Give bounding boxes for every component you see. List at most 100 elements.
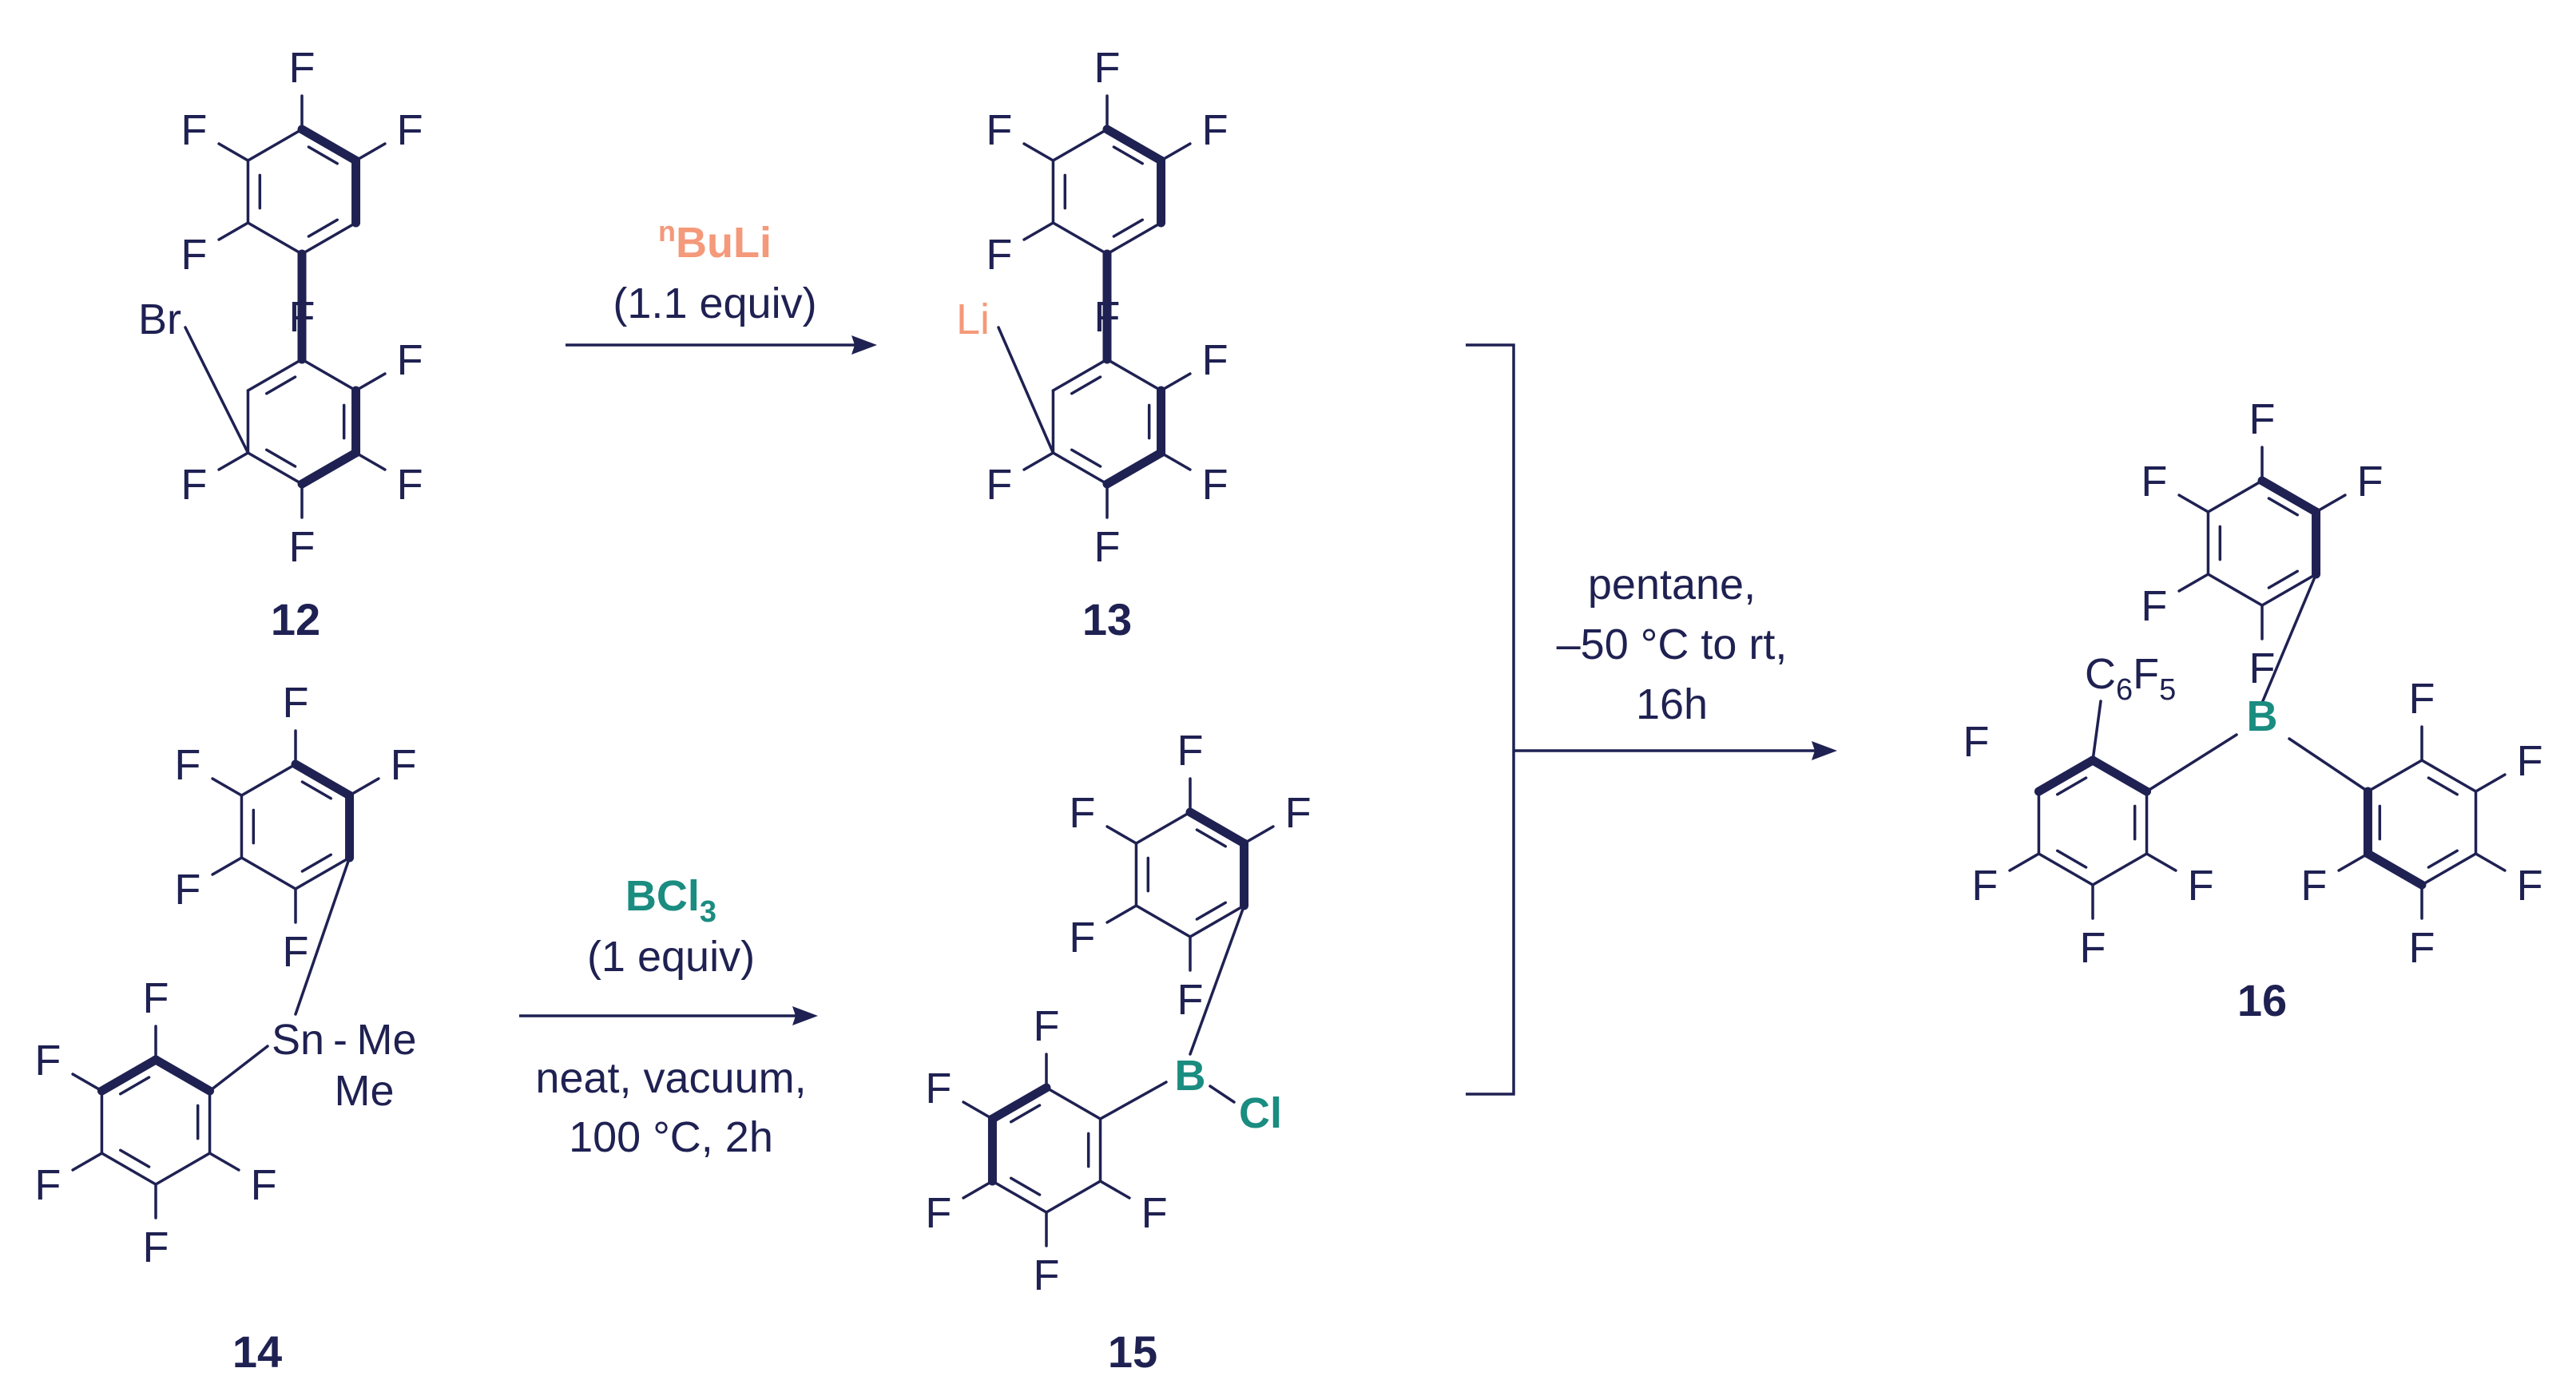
fluorine-atom: F: [251, 1161, 277, 1209]
ring-double-bond: [300, 780, 333, 800]
ring-double-bond: [2055, 849, 2088, 869]
substituent-bond: [71, 1152, 104, 1172]
fluorine-atom: F: [1202, 336, 1228, 384]
substituent-bond: [2337, 852, 2370, 872]
ring-bond: [1102, 125, 1166, 165]
fluorine-atom: F: [925, 1189, 951, 1237]
compound-16-label: 16: [2237, 975, 2287, 1025]
compound-14-label: 14: [232, 1326, 282, 1377]
fluorine-atom: F: [289, 44, 316, 92]
ring-double-bond: [307, 218, 339, 238]
substituent-bond: [1209, 1085, 1236, 1104]
ring-bond: [2088, 755, 2152, 796]
fluorine-atom: F: [925, 1065, 951, 1112]
fluorine-atom: F: [34, 1161, 61, 1209]
ring-bond: [987, 1083, 1051, 1124]
ring-bond: [1051, 358, 1109, 392]
ring-double-bond: [1009, 1176, 1042, 1196]
substituent-bond: [1098, 1081, 1168, 1120]
ring-bond: [300, 221, 358, 256]
substituent-bond: [1022, 221, 1055, 241]
substituent-bond: [294, 856, 351, 1016]
ring-bond: [1051, 128, 1109, 162]
fluorine-atom: F: [2141, 582, 2167, 630]
ring-bond: [1134, 904, 1192, 938]
fluorine-atom: F: [289, 293, 316, 341]
fluorine-atom: F: [181, 106, 207, 154]
pentafluorophenyl-group: C6F5: [2085, 650, 2176, 707]
fluorine-atom-layer: FFFFFFFFFFFFFFFFFFFFFFFFFFFFFFFFFFFFFFFF…: [34, 44, 2542, 1299]
fluorine-atom: F: [391, 741, 417, 789]
ring-double-bond: [2427, 849, 2459, 869]
substituent-bond: [2177, 494, 2210, 514]
ring-bond: [2420, 759, 2478, 793]
ring-bond: [1105, 221, 1163, 256]
ring-bond: [154, 1152, 212, 1186]
ring-bond: [2091, 852, 2149, 886]
fluorine-atom: F: [2300, 862, 2327, 910]
ring-bond: [1189, 904, 1246, 938]
ring-bond: [291, 759, 355, 800]
ring-double-bond: [2055, 776, 2088, 796]
substituent-bond: [2474, 773, 2507, 793]
chlorine-atom: Cl: [1239, 1089, 1282, 1137]
bond-layer: [71, 94, 2507, 1247]
fluorine-atom: F: [2141, 458, 2167, 506]
reagent-bcl3: BCl3: [625, 872, 716, 929]
fluorine-atom: F: [2357, 458, 2383, 506]
ring-bond: [294, 856, 351, 890]
substituent-bond: [1105, 825, 1138, 845]
substituent-bond: [184, 326, 250, 454]
arrowhead: [792, 1006, 818, 1025]
ring-bond: [100, 1152, 157, 1186]
ring-bond: [300, 358, 358, 392]
substituent-bond: [354, 451, 387, 471]
ring-double-bond: [1195, 828, 1228, 848]
substituent-bond: [1189, 904, 1246, 1056]
fluorine-atom: F: [2249, 395, 2276, 443]
reagent-equiv: (1.1 equiv): [613, 280, 816, 327]
fluorine-atom: F: [397, 461, 423, 509]
fluorine-atom: F: [1177, 727, 1204, 775]
fluorine-atom: F: [1094, 523, 1121, 571]
ring-bond: [297, 448, 361, 489]
fluorine-atom: F: [283, 928, 309, 976]
ring-double-bond: [118, 1148, 151, 1168]
tin-bond-dash: -: [333, 1016, 347, 1064]
substituent-bond: [211, 856, 244, 876]
fluorine-atom: F: [2249, 644, 2276, 692]
fluorine-atom: F: [1141, 1189, 1168, 1237]
ring-double-bond: [1070, 448, 1102, 468]
ring-bond: [1045, 1180, 1102, 1214]
compound-12-label: 12: [271, 594, 320, 644]
ring-bond: [246, 221, 304, 256]
fluorine-atom: F: [1069, 914, 1095, 962]
combining-bracket: [1466, 343, 1515, 1096]
fluorine-atom: F: [1202, 106, 1228, 154]
fluorine-atom: F: [1202, 461, 1228, 509]
reaction-conditions: –50 °C to rt,: [1557, 621, 1788, 668]
ring-bond: [2366, 759, 2423, 793]
substituent-bond: [2145, 733, 2238, 793]
substituent-bond: [2314, 494, 2347, 514]
substituent-bond: [1105, 904, 1138, 924]
reagent-equiv: (1 equiv): [587, 933, 755, 981]
substituent-bond: [1098, 1180, 1131, 1200]
ring-double-bond: [307, 145, 339, 165]
ring-bond: [2257, 476, 2321, 517]
substituent-bond: [1022, 142, 1055, 162]
ring-double-bond: [264, 448, 297, 468]
substituent-bond: [217, 142, 250, 162]
substituent-bond: [997, 326, 1055, 454]
fluorine-atom: F: [143, 974, 169, 1022]
ring-bond: [1051, 221, 1109, 256]
ring-bond: [297, 125, 361, 165]
arrowhead: [1812, 741, 1837, 760]
fluorine-atom: F: [1963, 718, 1990, 766]
ring-bond: [990, 1180, 1048, 1214]
substituent-bond: [2288, 737, 2370, 793]
ring-bond: [97, 1055, 161, 1096]
substituent-bond: [1159, 372, 1192, 392]
ring-bond: [240, 856, 297, 890]
